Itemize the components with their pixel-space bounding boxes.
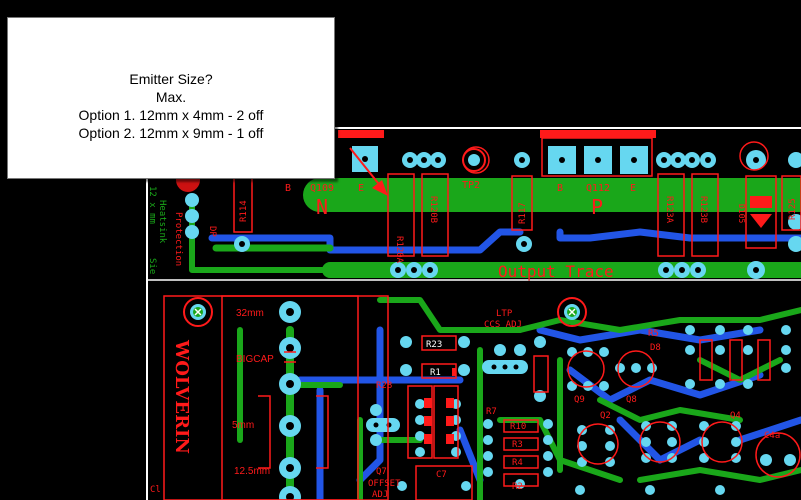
callout-line-2: Max.	[155, 89, 187, 105]
label-d105: D105	[737, 204, 746, 223]
label-r3: R3	[512, 440, 523, 450]
label-q112-b: B	[557, 183, 563, 194]
label-q112-e: E	[630, 183, 636, 194]
copper-zone-q109	[338, 130, 384, 138]
label-adj: ADJ	[372, 490, 388, 500]
label-q8: Q8	[626, 395, 637, 405]
label-dim-5mm: 5mm	[232, 420, 254, 431]
label-output-trace: Output Trace	[498, 262, 614, 281]
label-offset: OFFSET	[368, 479, 401, 489]
label-r23: R23	[426, 340, 442, 350]
label-r28: R28	[376, 381, 392, 391]
label-tp2: TP2	[462, 180, 480, 191]
label-r2: R2	[512, 482, 523, 492]
label-c4a: C4a	[764, 431, 780, 441]
callout-arrow-line	[349, 147, 383, 189]
label-q109-e: E	[358, 183, 364, 194]
label-sie: Sie	[147, 258, 157, 274]
label-protection: Protection	[173, 212, 183, 266]
label-r120a: R120A	[394, 236, 404, 264]
callout-text-block: Emitter Size? Max. Option 1. 12mm x 4mm …	[79, 54, 264, 142]
label-d8: D8	[650, 343, 661, 353]
label-ccs-adj: CCS ADJ	[484, 320, 522, 330]
label-ltp: LTP	[496, 309, 513, 319]
callout-line-4: Option 2. 12mm x 9mm - 1 off	[78, 125, 264, 141]
emitter-size-callout: Emitter Size? Max. Option 1. 12mm x 4mm …	[7, 17, 335, 179]
label-q9: Q9	[574, 395, 585, 405]
label-r5: R5	[648, 329, 659, 339]
label-r125: R125	[788, 198, 798, 220]
label-heatsink: Heatsink	[157, 200, 167, 244]
label-size: 12 x mm	[147, 186, 157, 224]
smd-components	[424, 368, 456, 444]
label-brand: WOLVERIN	[171, 339, 192, 454]
silkscreen-text: Q109 B E N TP2 Q112 B E P Output Trace R…	[150, 180, 798, 500]
label-r4: R4	[512, 458, 523, 468]
label-q109-b: B	[285, 183, 291, 194]
label-r10: R10	[510, 422, 526, 432]
diode-d105-band	[750, 196, 772, 208]
label-q7: Q7	[376, 467, 387, 477]
label-r120b: R120B	[428, 196, 438, 223]
label-dim-32mm: 32mm	[236, 308, 264, 319]
label-r7: R7	[486, 407, 497, 417]
label-r114: R114	[239, 200, 249, 222]
mounting-hole-left	[183, 297, 213, 327]
label-cl: Cl	[150, 485, 161, 495]
label-c7: C7	[436, 470, 447, 480]
label-r123a: R123A	[664, 196, 674, 224]
label-q109-type: N	[316, 195, 328, 219]
label-dim-12-5mm: 12.5mm	[234, 466, 270, 477]
label-q109: Q109	[310, 183, 334, 194]
label-q112-type: P	[591, 195, 603, 219]
label-q4: Q4	[730, 411, 741, 421]
silkscreen-outlines	[163, 137, 801, 500]
label-r1: R1	[430, 368, 441, 378]
label-r123b: R123B	[698, 196, 708, 223]
callout-line-1: Emitter Size?	[129, 71, 213, 87]
mounting-hole-right	[557, 297, 587, 327]
label-dp: DP	[207, 226, 217, 237]
label-r117: R117	[518, 202, 528, 224]
diode-d105-symbol	[750, 214, 772, 228]
label-q2: Q2	[600, 411, 611, 421]
heatsink-labels: 12 x mm Heatsink Sie	[147, 186, 167, 274]
drill-hole-layer	[239, 156, 759, 500]
callout-arrow-head	[372, 180, 388, 196]
label-bigcap: BIGCAP	[236, 354, 274, 365]
copper-zone-q112	[540, 130, 656, 138]
label-q112: Q112	[586, 183, 610, 194]
callout-line-3: Option 1. 12mm x 4mm - 2 off	[78, 107, 264, 123]
